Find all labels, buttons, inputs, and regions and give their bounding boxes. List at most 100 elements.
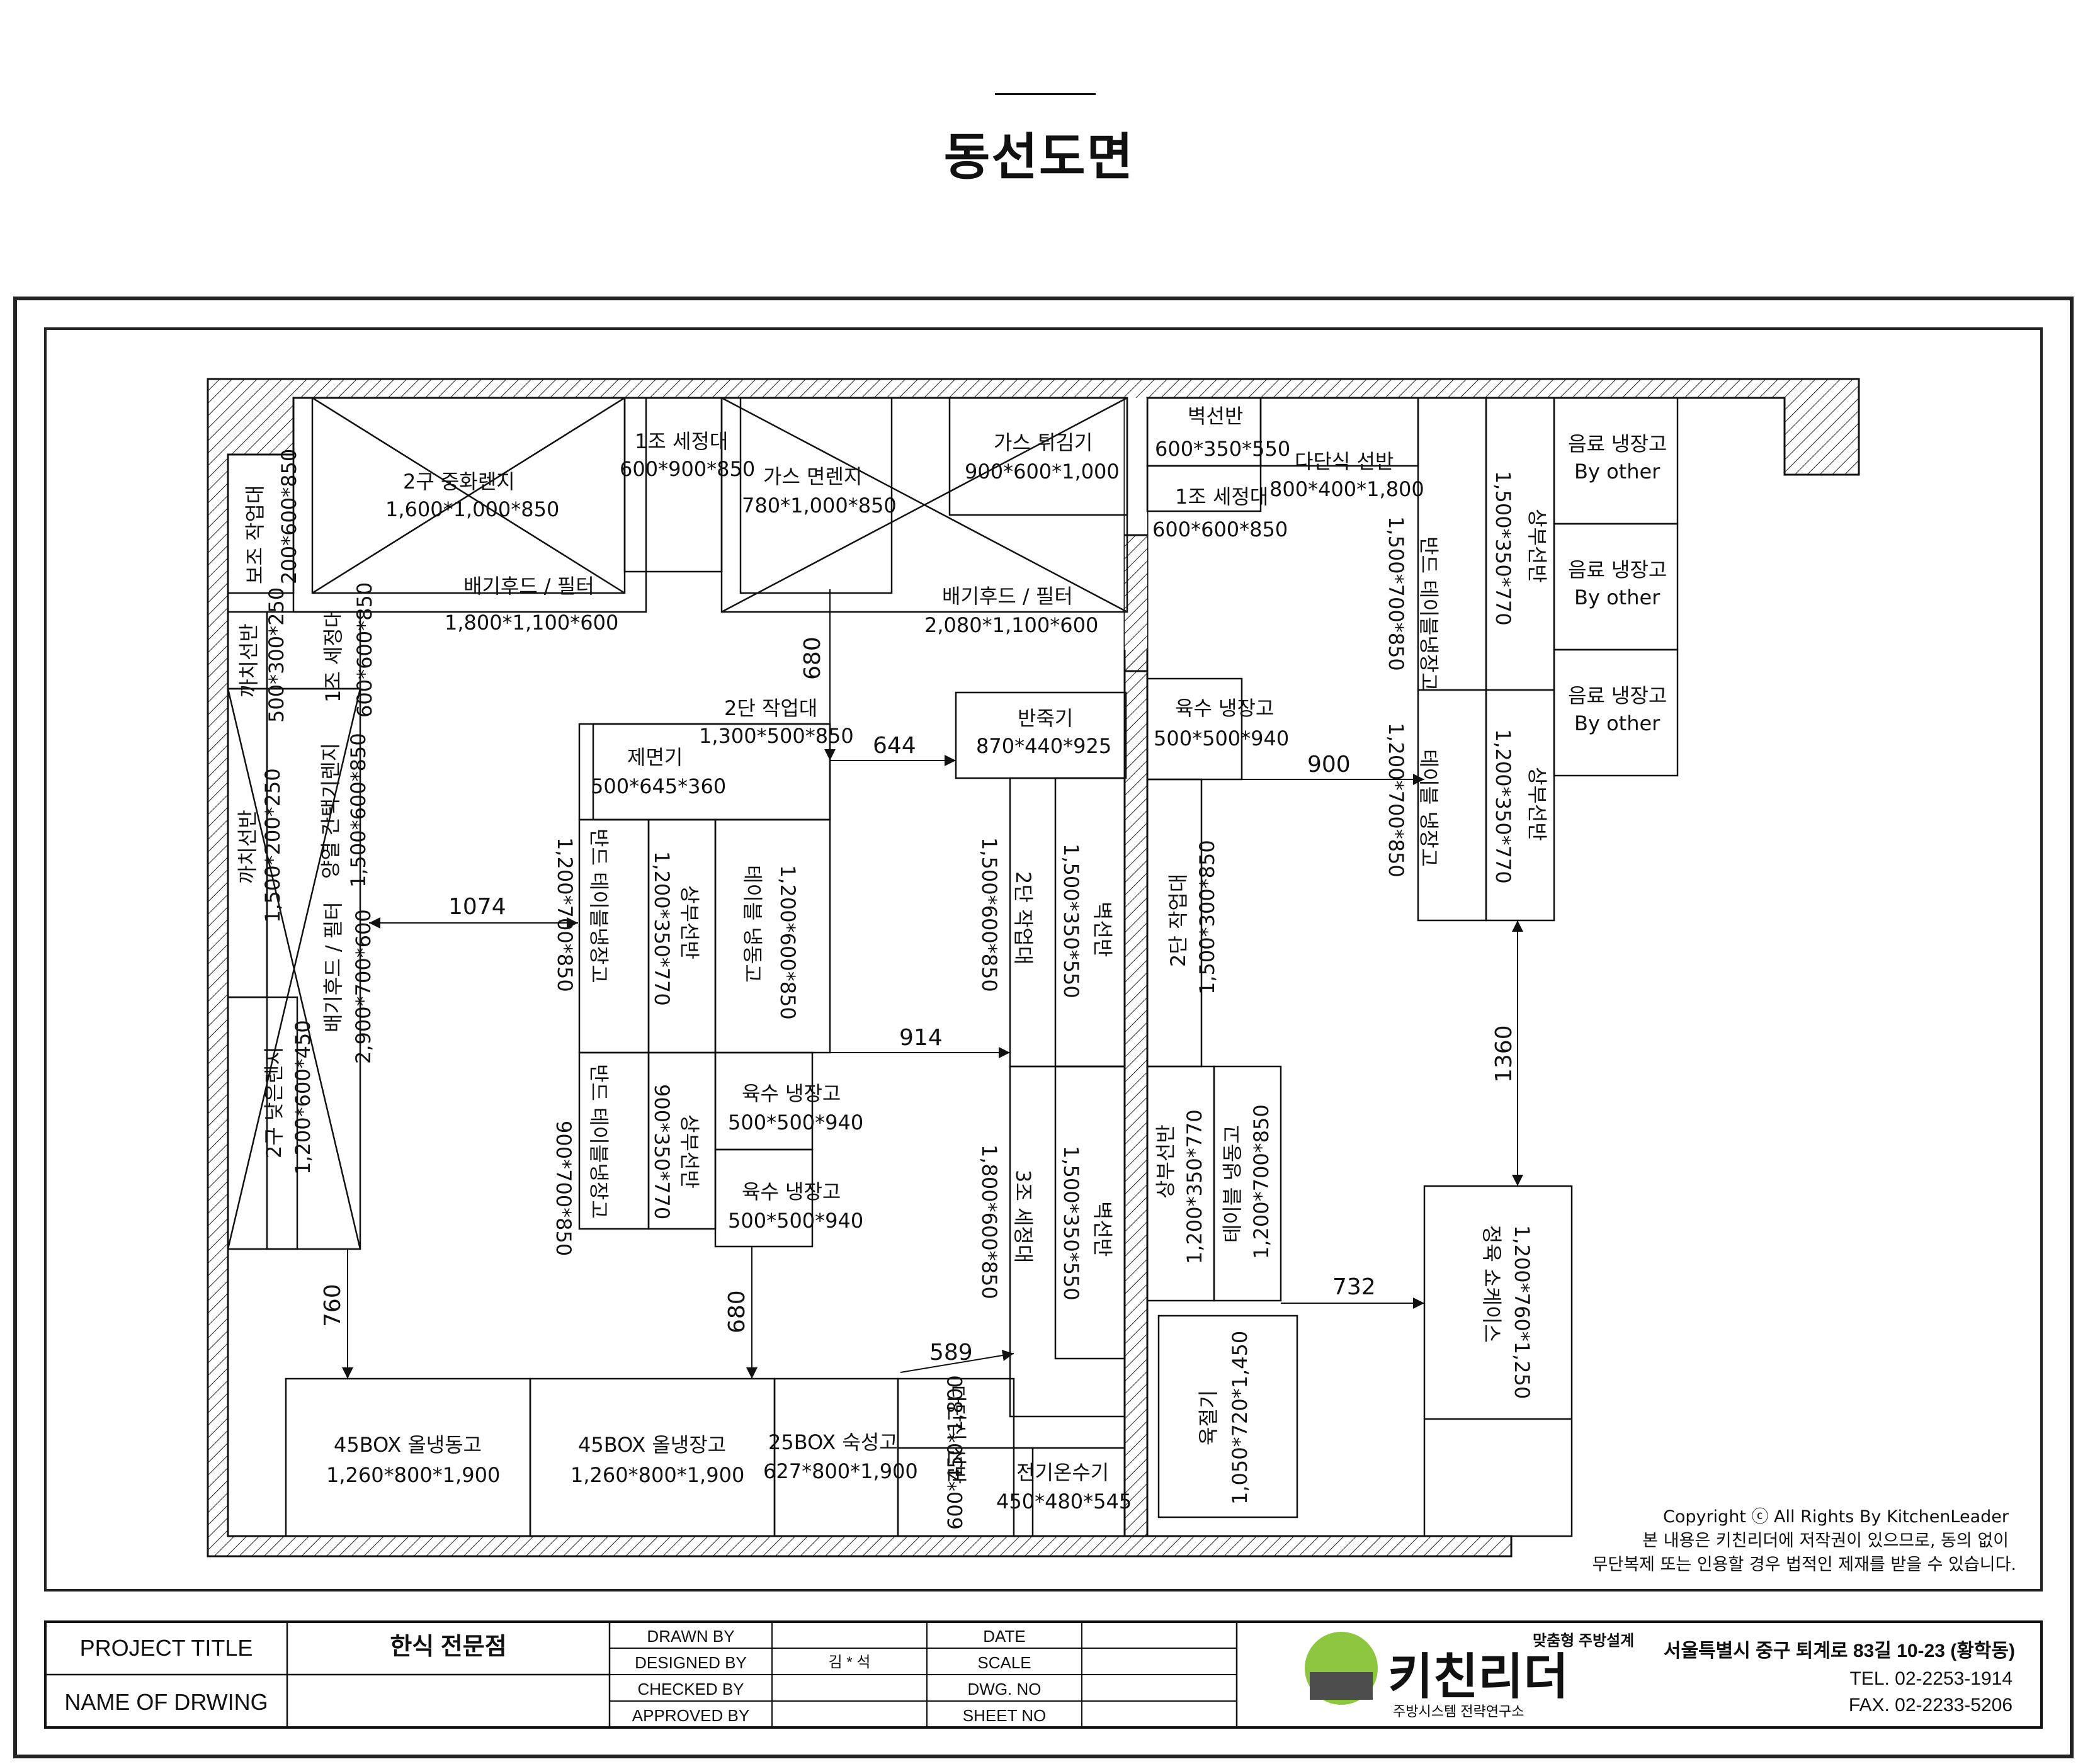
label-25box-aging: 25BOX 숙성고	[768, 1430, 898, 1454]
size-dadansik-seonban-b: 600*450*1,800	[943, 1375, 967, 1530]
size-yangyeol-grill: 1,500*600*850	[346, 733, 370, 888]
label-kkachiseonban-a: 까치선반	[237, 623, 261, 698]
size-baegi-hood-b: 2,080*1,100*600	[924, 613, 1098, 637]
size-table-freezer-b: 1,200*700*850	[1249, 1104, 1273, 1259]
label-yangyeol-grill: 양열 간택기렌지	[319, 743, 343, 879]
drawing-name-label: NAME OF DRWING	[64, 1689, 268, 1715]
dimension-label: 1360	[1491, 1025, 1517, 1083]
dimension-label: 1074	[448, 894, 506, 920]
size-kkachiseonban-b: 1,500*200*250	[261, 768, 285, 923]
size-jeongi-onsugi: 450*480*545	[996, 1490, 1132, 1513]
size-byeokseonban-b: 1,500*350*550	[1059, 844, 1083, 998]
size-drink-fridge-c: By other	[1574, 711, 1661, 735]
dimension-label: 914	[899, 1025, 943, 1051]
fax: FAX. 02-2233-5206	[1849, 1695, 2013, 1716]
equipment-outlines	[227, 397, 1679, 1537]
label-2gu-junghwa-renji: 2구 중화렌지	[403, 470, 515, 494]
label-table-freezer-b: 테이블 냉동고	[1220, 1125, 1244, 1243]
label-table-freezer-a: 테이블 냉동고	[741, 865, 764, 983]
address: 서울특별시 중구 퇴계로 83길 10-23 (황학동)	[1664, 1641, 2015, 1661]
label-sangbu-seonban-c: 상부선반	[1154, 1124, 1178, 1199]
copyright-notice: Copyright ⓒ All Rights By KitchenLeader …	[1593, 1507, 2016, 1575]
dimension-label: 680	[800, 636, 826, 680]
size-sangbu-seonban-e: 1,200*350*770	[1491, 729, 1515, 884]
size-kkachiseonban-a: 500*300*250	[264, 587, 288, 723]
label-bojo-jakeopdae: 보조 작업대	[243, 485, 267, 584]
size-yuksu-fridge-a: 500*500*940	[1154, 727, 1289, 750]
label-kkachiseonban-b: 까치선반	[236, 810, 259, 884]
label-gas-myeon-renji: 가스 면렌지	[763, 465, 862, 489]
size-25box-aging: 627*800*1,900	[763, 1459, 918, 1483]
header-rule	[995, 93, 1096, 95]
label-drink-fridge-b: 음료 냉장고	[1568, 558, 1667, 582]
label-baegi-hood-c: 배기후드 / 필터	[321, 902, 345, 1032]
label-45box-fridge: 45BOX 올냉장고	[578, 1433, 726, 1457]
dimension-label: 680	[724, 1290, 750, 1333]
checked-by-label: CHECKED BY	[637, 1680, 744, 1699]
copyright-line-1: Copyright ⓒ All Rights By KitchenLeader	[1663, 1507, 2009, 1527]
page-title: 동선도면	[943, 128, 1135, 186]
tel: TEL. 02-2253-1914	[1849, 1668, 2013, 1689]
size-drink-fridge-b: By other	[1574, 585, 1661, 609]
size-45box-fridge: 1,260*800*1,900	[571, 1463, 744, 1487]
label-2dan-jakeopdae-b: 2단 작업대	[1011, 871, 1035, 964]
label-45box-freezer: 45BOX 올냉동고	[334, 1433, 482, 1457]
size-yuksu-fridge-b: 500*500*940	[728, 1111, 863, 1134]
title-block	[44, 1620, 2043, 1729]
label-1jo-sejeongdae-a: 1조 세정대	[635, 429, 728, 453]
date-label: DATE	[983, 1627, 1025, 1646]
kitchenleader-logo: 맞춤형 주방설계 키친리더 주방시스템 전략연구소	[1305, 1632, 1634, 1719]
label-band-table-fridge-a: 반드 테이블냉장고	[587, 828, 611, 983]
size-gas-twigimgi: 900*600*1,000	[965, 460, 1120, 483]
dimension-label: 760	[320, 1284, 346, 1327]
designed-by-value: 김 * 석	[829, 1654, 871, 1671]
project-title-label: PROJECT TITLE	[80, 1635, 253, 1661]
logo-name: 키친리더	[1388, 1649, 1569, 1704]
label-baegi-hood-a: 배기후드 / 필터	[463, 574, 594, 598]
label-sangbu-seonban-a: 상부선반	[678, 885, 701, 959]
label-1jo-sejeongdae-c: 1조 세정대	[321, 609, 345, 703]
drawn-by-label: DRAWN BY	[647, 1627, 734, 1646]
title-block-text: PROJECT TITLE 한식 전문점 NAME OF DRWING DRAW…	[64, 1627, 2015, 1725]
label-band-table-fridge-b: 반드 테이블냉장고	[587, 1064, 611, 1219]
size-2gu-najeun-renji: 1,200*600*450	[291, 1020, 315, 1175]
copyright-line-2: 본 내용은 키친리더에 저작권이 있으므로, 동의 없이	[1642, 1531, 2009, 1551]
size-jeongyuk-showcase: 1,200*760*1,250	[1510, 1225, 1534, 1399]
label-table-fridge-d: 테이블 냉장고	[1417, 749, 1441, 867]
copyright-line-3: 무단복제 또는 인용할 경우 법적인 제재를 받을 수 있습니다.	[1593, 1555, 2016, 1575]
label-band-table-fridge-c: 반드 테이블냉장고	[1417, 536, 1441, 691]
sheet-no-label: SHEET NO	[963, 1706, 1046, 1725]
label-sangbu-seonban-d: 상부선반	[1525, 509, 1549, 583]
size-sangbu-seonban-d: 1,500*350*770	[1491, 471, 1515, 626]
outer-frame	[13, 297, 2074, 1758]
inner-frame	[44, 327, 2043, 1592]
label-2dan-jakeopdae-a: 2단 작업대	[724, 696, 817, 720]
label-sangbu-seonban-e: 상부선반	[1525, 767, 1549, 841]
logo-sub: 주방시스템 전략연구소	[1393, 1704, 1524, 1719]
size-sangbu-seonban-a: 1,200*350*770	[650, 851, 674, 1006]
size-banjukgi: 870*440*925	[976, 734, 1111, 758]
size-1jo-sejeongdae-c: 600*600*850	[353, 582, 377, 718]
approved-by-label: APPROVED BY	[632, 1706, 749, 1725]
size-sangbu-seonban-b: 900*350*770	[650, 1084, 674, 1219]
size-2dan-jakeopdae-b: 1,500*600*850	[977, 837, 1001, 992]
label-yuksu-fridge-c: 육수 냉장고	[742, 1180, 841, 1204]
equipment-labels: 보조 작업대 200*600*850 2구 중화렌지 1,600*1,000*8…	[236, 404, 1667, 1530]
size-baegi-hood-a: 1,800*1,100*600	[445, 611, 618, 635]
label-drink-fridge-c: 음료 냉장고	[1568, 684, 1667, 708]
label-byeokseonban-c: 벽선반	[1091, 1201, 1115, 1257]
dwg-no-label: DWG. NO	[968, 1680, 1042, 1699]
size-45box-freezer: 1,260*800*1,900	[326, 1463, 500, 1487]
designed-by-label: DESIGNED BY	[635, 1653, 747, 1672]
size-sangbu-seonban-c: 1,200*350*770	[1183, 1109, 1206, 1264]
size-2dan-jakeopdae-c: 1,500*300*850	[1195, 840, 1219, 995]
size-1jo-sejeongdae-b: 600*600*850	[1152, 517, 1288, 541]
size-yukjeolgi: 1,050*720*1,450	[1228, 1331, 1252, 1505]
label-dadansik-seonban-b: 다단식 선반	[945, 1385, 968, 1484]
scale-label: SCALE	[977, 1653, 1031, 1672]
label-byeokseonban-b: 벽선반	[1091, 902, 1115, 957]
size-yuksu-fridge-c: 500*500*940	[728, 1209, 863, 1233]
label-yukjeolgi: 육절기	[1196, 1390, 1220, 1445]
size-band-table-fridge-b: 900*700*850	[552, 1121, 576, 1256]
